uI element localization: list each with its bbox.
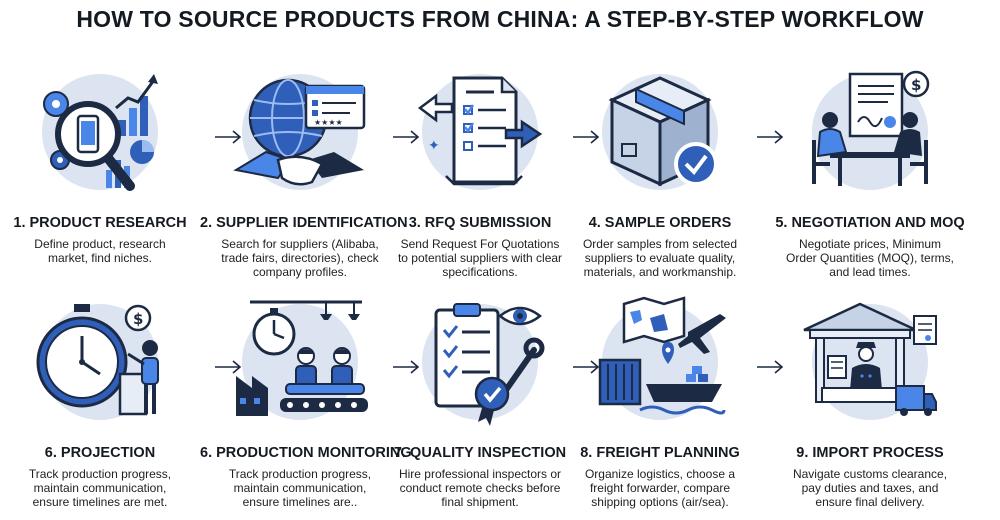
arrow-right-icon — [392, 130, 420, 144]
document-checklist-icon: ✦ — [410, 60, 550, 210]
step-6: $ 6. PROJECTION Track production progres… — [0, 290, 200, 515]
step-8: 8. FREIGHT PLANNING Organize logistics, … — [560, 290, 760, 515]
step-title: 4. SAMPLE ORDERS — [588, 215, 732, 231]
factory-workers-icon — [230, 290, 370, 440]
step-description: Send Request For Quotations to potential… — [397, 237, 563, 279]
step-title: 5. NEGOTIATION AND MOQ — [775, 215, 965, 231]
arrow-right-icon — [214, 130, 242, 144]
step-description: Navigate customs clearance, pay duties a… — [792, 467, 948, 509]
step-title: 1. PRODUCT RESEARCH — [13, 215, 187, 231]
step-9: 9. IMPORT PROCESS Navigate customs clear… — [770, 290, 970, 515]
step-description: Negotiate prices, Minimum Order Quantiti… — [785, 237, 955, 279]
step-description: Define product, research market, find ni… — [34, 237, 166, 265]
step-title: 8. FREIGHT PLANNING — [580, 445, 740, 461]
step-1: 1. PRODUCT RESEARCH Define product, rese… — [0, 60, 200, 285]
arrow-right-icon — [214, 360, 242, 374]
customs-officer-truck-icon — [800, 290, 940, 440]
step-description: Track production progress, maintain comm… — [28, 467, 172, 509]
infographic: HOW TO SOURCE PRODUCTS FROM CHINA: A STE… — [0, 6, 1000, 509]
meeting-contract-icon: $ — [800, 60, 940, 210]
workflow-row-1: 1. PRODUCT RESEARCH Define product, rese… — [0, 60, 1000, 290]
step-title: 6. PRODUCTION MONITORING — [200, 445, 412, 461]
step-5: $ 5. NEGOTIATION AND MOQ Negotiate price… — [770, 60, 970, 285]
arrow-right-icon — [756, 130, 784, 144]
step-title: 6. PROJECTION — [44, 445, 156, 461]
step-title: 9. IMPORT PROCESS — [796, 445, 944, 461]
svg-text:$: $ — [133, 310, 143, 328]
globe-handshake-icon: ★★★★ — [230, 60, 370, 210]
step-description: Search for suppliers (Alibaba, trade fai… — [221, 237, 379, 279]
step-7: 7. QUALITY INSPECTION Hire professional … — [380, 290, 580, 515]
step-3: ✦ 3. RFQ SUBMISSION Send Request For Quo… — [380, 60, 580, 285]
step-description: Order samples from selected suppliers to… — [582, 237, 738, 279]
arrow-right-icon — [756, 360, 784, 374]
svg-text:★★★★: ★★★★ — [314, 118, 343, 127]
stopwatch-presenter-icon: $ — [30, 290, 170, 440]
step-description: Organize logistics, choose a freight for… — [584, 467, 736, 509]
page-title: HOW TO SOURCE PRODUCTS FROM CHINA: A STE… — [76, 6, 924, 32]
step-description: Track production progress, maintain comm… — [228, 467, 372, 509]
step-title: 3. RFQ SUBMISSION — [408, 215, 552, 231]
arrow-right-icon — [572, 360, 600, 374]
arrow-right-icon — [572, 130, 600, 144]
step-4: 4. SAMPLE ORDERS Order samples from sele… — [560, 60, 760, 285]
step-6-monitoring: 6. PRODUCTION MONITORING Track productio… — [200, 290, 412, 515]
magnifier-phone-chart-icon — [30, 60, 170, 210]
step-title: 2. SUPPLIER IDENTIFICATION — [200, 215, 408, 231]
workflow-row-2: $ 6. PROJECTION Track production progres… — [0, 290, 1000, 520]
clipboard-eye-icon — [410, 290, 550, 440]
svg-text:$: $ — [911, 76, 921, 94]
step-title: 7. QUALITY INSPECTION — [393, 445, 567, 461]
svg-text:✦: ✦ — [428, 138, 440, 154]
arrow-right-icon — [392, 360, 420, 374]
step-description: Hire professional inspectors or conduct … — [398, 467, 562, 509]
box-check-icon — [590, 60, 730, 210]
plane-ship-map-icon — [590, 290, 730, 440]
step-2: ★★★★ 2. SUPPLIER IDENTIFICATION Search f… — [200, 60, 408, 285]
